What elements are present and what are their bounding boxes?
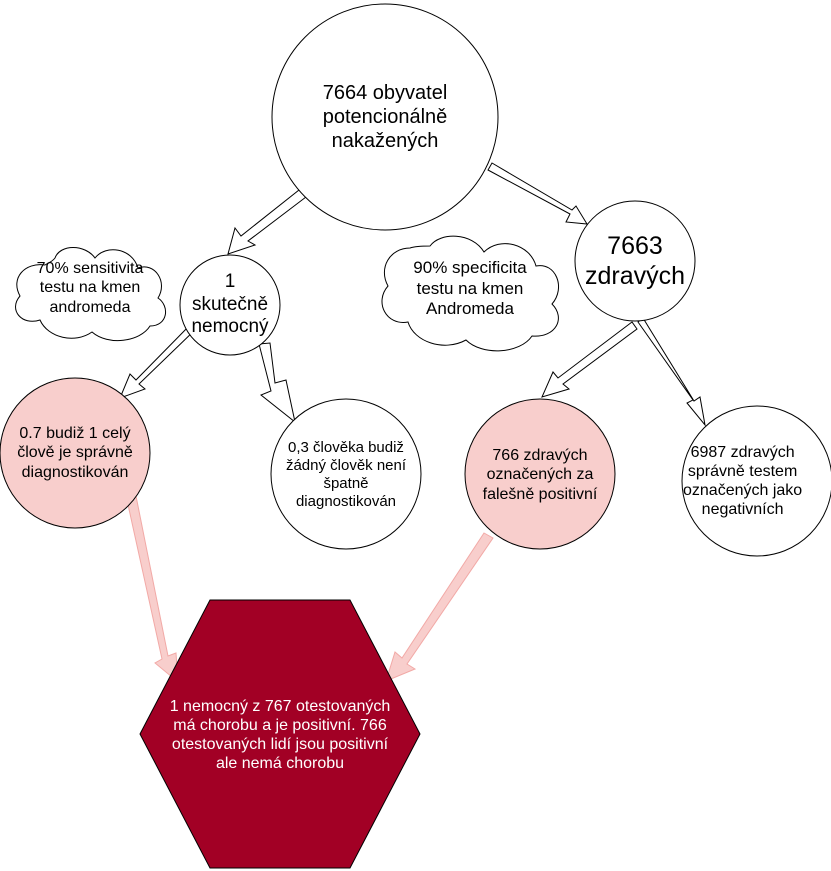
true-negative-label: 6987 zdravých správně testem označených …: [683, 443, 803, 519]
false-positive-label: 766 zdravých označených za falešně posit…: [482, 447, 598, 503]
arrow-root-to-sick: [227, 189, 307, 255]
true-positive-circle: [0, 377, 151, 529]
false-negative-circle: [270, 398, 422, 550]
true-positive-label: 0.7 budiž 1 celý člově je správně diagno…: [17, 425, 133, 481]
sensitivity-cloud: [15, 247, 166, 342]
arrow-fp-to-result: [385, 532, 494, 682]
result-hexagon: [139, 599, 421, 869]
arrow-sick-to-fn: [258, 342, 296, 424]
sick-label: 1 skutečně nemocný: [191, 270, 269, 338]
sensitivity-label: 70% sensitivita testu na kmen andromeda: [36, 260, 144, 316]
arrow-sick-to-tp: [119, 322, 198, 399]
arrow-healthy-to-tn: [637, 317, 706, 427]
specificity-label: 90% specificita testu na kmen Andromeda: [413, 258, 527, 319]
sick-circle: [179, 254, 281, 356]
healthy-circle: [574, 200, 696, 322]
arrow-root-to-healthy: [487, 162, 588, 225]
true-negative-circle: [681, 405, 831, 557]
arrow-healthy-to-fp: [541, 321, 638, 398]
false-positive-circle: [464, 398, 616, 550]
result-label: 1 nemocný z 767 otestovaných má chorobu …: [169, 697, 391, 773]
false-negative-label: 0,3 člověka budiž žádný člověk není špat…: [285, 439, 407, 510]
specificity-cloud: [381, 235, 560, 352]
arrow-tp-to-result: [122, 480, 179, 684]
healthy-label: 7663 zdravých: [584, 232, 686, 290]
root-label: 7664 obyvatel potencionálně nakažených: [322, 82, 448, 152]
root-circle: [271, 3, 499, 231]
